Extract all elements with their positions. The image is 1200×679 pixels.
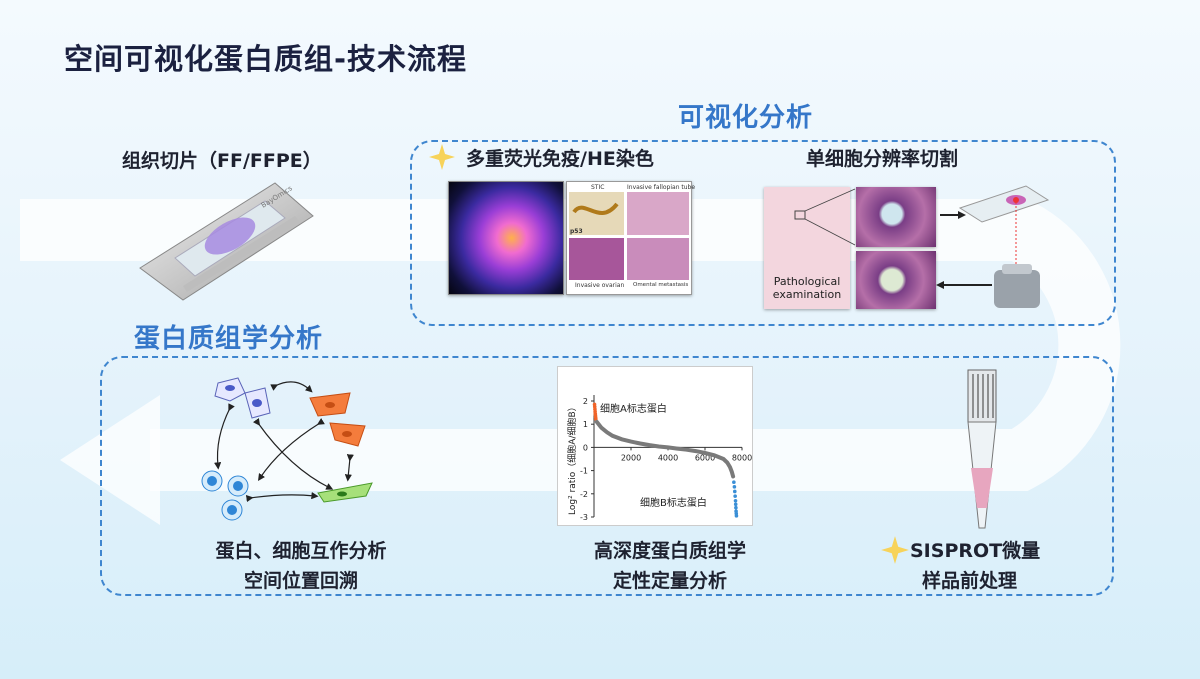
sample-prep-line-1: SISPROT微量 (910, 540, 1041, 562)
he-label-stic: STIC (591, 184, 605, 191)
cell-b-marker-point (732, 485, 737, 489)
blue-cells (214, 377, 271, 419)
x-tick-label: 4000 (658, 453, 678, 462)
visual-analysis-box (410, 140, 1116, 326)
ratio-curve (594, 419, 736, 479)
cell-b-marker-point (733, 498, 738, 503)
annotation-cell-a-marker: 细胞A标志蛋白 (600, 402, 667, 415)
he-cell-stic (569, 192, 624, 235)
tissue-slide-image: BayOmics (139, 182, 314, 301)
green-cells (317, 482, 373, 503)
cell-interaction-diagram (201, 377, 373, 521)
immunofluorescence-image (448, 181, 564, 295)
chart-panel: 2 1 0 -1 -2 -3 2000 4000 6000 8000 Log² ratio（细胞A… (557, 366, 753, 526)
tissue-section-label: 组织切片（FF/FFPE） (122, 150, 322, 172)
annotation-cell-b-marker: 细胞B标志蛋白 (640, 496, 707, 509)
round-cells (201, 470, 249, 521)
cell-b-marker-point (734, 505, 738, 510)
y-tick-label: 0 (583, 443, 588, 452)
chart-ticks: 2 1 0 -1 -2 -3 2000 4000 6000 8000 (580, 397, 752, 522)
cell-b-marker-point (732, 489, 737, 494)
he-label-p53: p53 (570, 228, 583, 235)
staining-label: 多重荧光免疫/HE染色 (466, 148, 654, 170)
page-title: 空间可视化蛋白质组-技术流程 (64, 42, 468, 76)
cell-b-marker-point (733, 502, 738, 507)
y-tick-label: -3 (580, 513, 588, 522)
pipette-tip-image (967, 369, 997, 529)
he-label-fallopian: Invasive fallopian tube (627, 184, 696, 191)
laser-microscope-diagram (936, 185, 1050, 308)
pathology-image: Pathological examination (764, 187, 850, 309)
x-tick-label: 8000 (732, 453, 752, 462)
lcm-after-image (856, 251, 936, 309)
interaction-analysis-line-1: 蛋白、细胞互作分析 (215, 540, 387, 562)
cell-b-marker-point (733, 494, 737, 498)
chart-points (592, 402, 739, 518)
cell-b-marker-point (734, 514, 739, 518)
y-tick-label: 1 (583, 420, 588, 429)
y-tick-label: -1 (580, 467, 588, 476)
proteomics-analysis-box (100, 356, 1114, 596)
proteomics-analysis-heading: 蛋白质组学分析 (134, 324, 324, 354)
lcm-before-image (856, 187, 936, 247)
quant-analysis-label: 高深度蛋白质组学 定性定量分析 (560, 536, 780, 596)
star-icon (429, 144, 455, 170)
sample-prep-line-2: 样品前处理 (922, 570, 1018, 592)
he-cell-fallopian (627, 192, 689, 235)
x-tick-label: 2000 (621, 453, 641, 462)
he-label-ovarian: Invasive ovarian (575, 282, 625, 289)
he-cell-omental (627, 238, 689, 280)
cell-b-marker-point (732, 480, 736, 484)
orange-cells (309, 392, 366, 447)
single-cell-cutting-label: 单细胞分辨率切割 (806, 148, 959, 170)
ratio-chart: 2 1 0 -1 -2 -3 2000 4000 6000 8000 Log² ratio（细胞A… (566, 395, 752, 522)
interaction-arrows (214, 381, 354, 503)
interaction-analysis-label: 蛋白、细胞互作分析 空间位置回溯 (186, 536, 416, 596)
y-axis-label: Log² ratio（细胞A/细胞B） (566, 402, 578, 515)
visual-analysis-heading: 可视化分析 (678, 103, 814, 133)
he-label-omental: Omental metastasis (633, 282, 689, 288)
y-tick-label: -2 (580, 490, 588, 499)
sample-prep-label: SISPROT微量 样品前处理 (910, 536, 1040, 596)
interaction-analysis-line-2: 空间位置回溯 (243, 570, 358, 592)
y-tick-label: 2 (583, 397, 588, 406)
quant-analysis-line-1: 高深度蛋白质组学 (593, 540, 746, 562)
he-staining-panel: STIC Invasive fallopian tube p53 Invasiv… (566, 181, 696, 295)
pathology-label: Pathological examination (772, 275, 842, 301)
zoom-lines (794, 188, 856, 246)
star-icon (881, 536, 909, 564)
x-tick-label: 6000 (695, 453, 715, 462)
he-cell-ovarian (569, 238, 624, 280)
quant-analysis-line-2: 定性定量分析 (612, 570, 727, 592)
